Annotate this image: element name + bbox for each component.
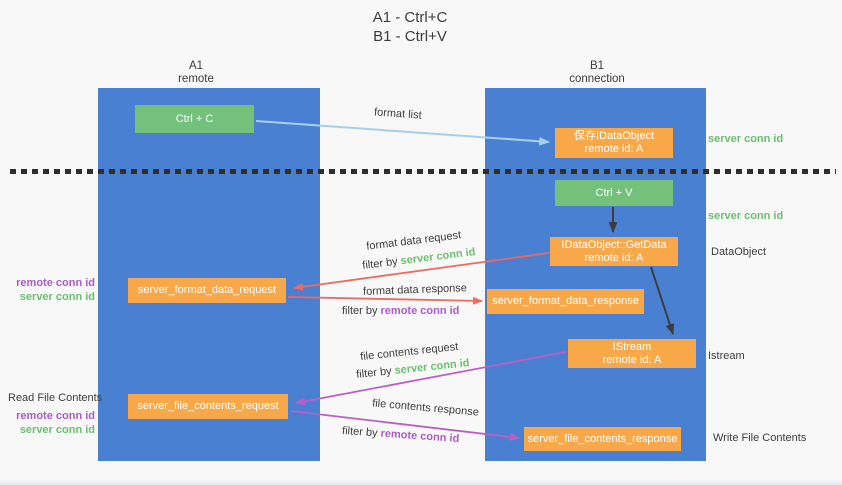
save-idataobject-line1: 保存IDataObject [573,130,655,142]
remote-conn-id-text: remote conn id [380,305,460,317]
lane-b1-role: connection [569,73,625,85]
label-server-conn-id-left-2: server conn id [19,424,95,436]
lane-header-b1: B1 connection [537,60,657,86]
file-response-label: server_file_contents_response [527,432,678,445]
label-write-file-contents: Write File Contents [713,432,807,444]
label-filter-by-remote-conn-id-2: filter by remote conn id [342,425,460,445]
node-server-format-data-request: server_format_data_request [128,278,286,303]
node-ctrl-v: Ctrl + V [555,180,673,206]
node-server-file-contents-response: server_file_contents_response [524,427,681,451]
server-conn-id-text: server conn id [399,246,477,268]
session-divider-dotted-line [10,169,836,174]
ctrl-c-label: Ctrl + C [175,112,214,125]
label-dataobject: DataObject [711,246,767,258]
node-ctrl-c: Ctrl + C [135,105,254,133]
filter-by-text: filter by [361,255,399,272]
istream-line1: IStream [612,340,652,353]
filter-by-text: filter by [342,305,378,317]
remote-conn-id-text: remote conn id [380,427,460,446]
bottom-edge-fade [0,479,842,485]
ctrl-v-label: Ctrl + V [595,186,633,199]
node-idataobject-getdata: IDataObject::GetData remote id: A [550,237,678,266]
istream-line2: remote id: A [602,353,662,366]
label-istream: Istream [708,350,745,362]
format-response-label: server_format_data_response [492,295,639,307]
label-server-conn-id-mid-right: server conn id [708,210,784,222]
label-remote-conn-id-left-1: remote conn id [16,277,95,289]
label-file-contents-response: file contents response [371,397,480,419]
lane-a1-role: remote [178,73,214,85]
label-remote-conn-id-left-2: remote conn id [16,410,95,422]
label-format-data-response: format data response [362,282,468,298]
diagram-title: A1 - Ctrl+C B1 - Ctrl+V [310,8,510,46]
node-save-idataobject: 保存IDataObject remote id: A [555,128,673,158]
label-server-conn-id-left-1: server conn id [19,291,95,303]
getdata-line1: IDataObject::GetData [561,238,667,251]
lane-b1-name: B1 [589,60,605,72]
node-server-file-contents-request: server_file_contents_request [128,394,288,419]
node-istream: IStream remote id: A [568,339,696,368]
label-read-file-contents: Read File Contents [8,392,103,404]
node-server-format-data-response: server_format_data_response [487,289,644,314]
filter-by-text: filter by [355,365,393,381]
getdata-line2: remote id: A [584,251,644,264]
title-line-2: B1 - Ctrl+V [373,28,447,45]
lane-header-a1: A1 remote [136,60,256,86]
save-idataobject-line2: remote id: A [584,143,644,155]
title-line-1: A1 - Ctrl+C [372,9,448,26]
label-server-conn-id-top-right: server conn id [708,133,784,145]
lane-a1-name: A1 [188,60,204,72]
format-request-label: server_format_data_request [137,284,277,296]
label-format-list: format list [373,106,423,122]
label-filter-by-remote-conn-id-1: filter by remote conn id [342,305,459,317]
server-conn-id-text: server conn id [394,357,471,377]
filter-by-text: filter by [341,424,378,440]
file-request-label: server_file_contents_request [137,400,279,412]
